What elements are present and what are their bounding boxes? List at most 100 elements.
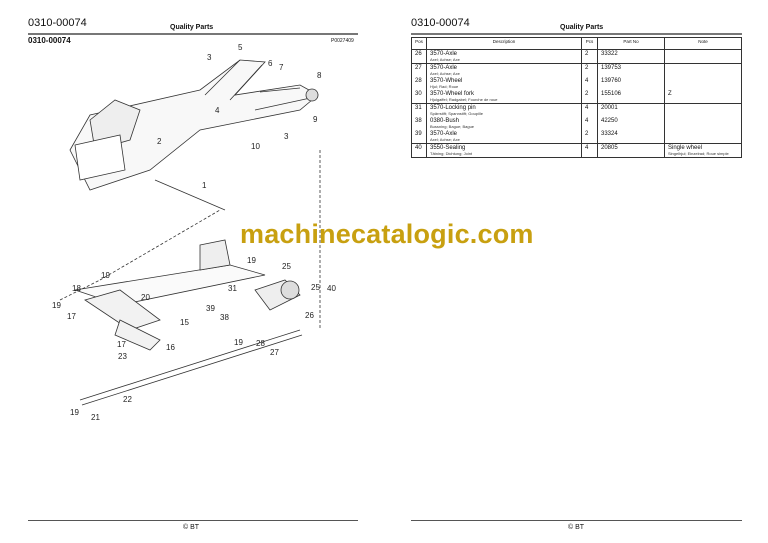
callout-number: 19 <box>70 408 79 417</box>
note: Z <box>668 91 672 97</box>
description: 3570-Locking pin <box>430 105 476 111</box>
part-no-cell: 20805 <box>597 143 665 158</box>
pos-cell: 28 <box>411 77 427 90</box>
note-cell <box>664 117 742 130</box>
note-cell <box>664 63 742 77</box>
part-no-cell: 155106 <box>597 90 665 104</box>
callout-number: 5 <box>238 43 243 52</box>
note-cell <box>664 103 742 117</box>
callout-number: 8 <box>317 71 322 80</box>
callout-number: 9 <box>313 115 318 124</box>
callout-number: 39 <box>206 304 215 313</box>
description-translations: Hjul; Rad; Roue <box>430 84 459 89</box>
callout-number: 20 <box>141 293 150 302</box>
page-header: Quality Parts <box>560 24 604 31</box>
col-note: Note <box>664 37 742 50</box>
doc-number: 0310-00074 <box>28 17 87 29</box>
callout-number: 25 <box>282 262 291 271</box>
callout-number: 28 <box>256 339 265 348</box>
page-header: Quality Parts <box>170 24 214 31</box>
description-translations: Spärrstift; Spannstift; Goupille <box>430 111 483 116</box>
part-no-cell: 33324 <box>597 130 665 144</box>
pos-cell: 30 <box>411 90 427 104</box>
callout-number: 3 <box>284 132 289 141</box>
col-part-no: Part No <box>597 37 665 50</box>
description-translations: Axel; Achse; Axe <box>430 137 460 142</box>
callout-number: 25 <box>311 283 320 292</box>
note-cell: Z <box>664 90 742 104</box>
callout-number: 31 <box>228 284 237 293</box>
pos-cell: 39 <box>411 130 427 144</box>
pcs-cell: 2 <box>581 90 598 104</box>
callout-number: 40 <box>327 284 336 293</box>
description-translations: Bussning; Bague; Bague <box>430 124 475 129</box>
description-translations: Tätning; Dichtung; Joint <box>430 151 473 156</box>
part-no-cell: 20001 <box>597 103 665 117</box>
part-no-cell: 139753 <box>597 63 665 77</box>
callout-number: 23 <box>118 352 127 361</box>
callout-number: 19 <box>101 271 110 280</box>
callout-number: 4 <box>215 106 220 115</box>
callout-number: 21 <box>91 413 100 422</box>
table-header-row: Pos Description Pcs Part No Note <box>411 37 742 50</box>
pcs-cell: 4 <box>581 143 598 158</box>
watermark: machinecatalogic.com <box>240 219 534 249</box>
callout-number: 19 <box>52 301 61 310</box>
pcs-cell: 2 <box>581 49 598 64</box>
part-no-cell: 139760 <box>597 77 665 90</box>
description: 3570-Axle <box>430 65 458 71</box>
callout-number: 18 <box>72 284 81 293</box>
callout-number: 19 <box>247 256 256 265</box>
note: Single wheel <box>668 145 703 151</box>
callout-number: 27 <box>270 348 279 357</box>
callout-number: 16 <box>166 343 175 352</box>
callout-number: 1 <box>202 181 207 190</box>
pos-cell: 38 <box>411 117 427 130</box>
pcs-cell: 2 <box>581 130 598 144</box>
description-translations: Hjulgaffel; Radgabel; Fourche de roue <box>430 97 498 102</box>
col-description: Description <box>426 37 582 50</box>
pcs-cell: 4 <box>581 103 598 117</box>
divider <box>411 33 742 35</box>
pcs-cell: 2 <box>581 63 598 77</box>
description: 3570-Axle <box>430 131 458 137</box>
callout-number: 17 <box>67 312 76 321</box>
callout-number: 38 <box>220 313 229 322</box>
section-title: 0310-00074 <box>28 36 71 45</box>
description: 3550-Sealing <box>430 145 466 151</box>
part-no-cell: 33322 <box>597 49 665 64</box>
callout-number: 26 <box>305 311 314 320</box>
description: 3570-Axle <box>430 51 458 57</box>
callout-number: 17 <box>117 340 126 349</box>
callout-number: 2 <box>157 137 162 146</box>
part-no-cell: 42250 <box>597 117 665 130</box>
pcs-cell: 4 <box>581 117 598 130</box>
pos-cell: 40 <box>411 143 427 158</box>
pos-cell: 31 <box>411 103 427 117</box>
callout-number: 19 <box>234 338 243 347</box>
col-pcs: Pcs <box>581 37 598 50</box>
description: 3570-Wheel fork <box>430 91 475 97</box>
exploded-parts-diagram <box>59 59 321 406</box>
callout-number: 3 <box>207 53 212 62</box>
divider <box>28 33 358 35</box>
footer-divider <box>411 520 742 521</box>
parts-table: Pos Description Pcs Part No Note 26 3570… <box>411 37 742 158</box>
note-translations: Singelhjul; Einzelrad; Roue simple <box>668 151 729 156</box>
callout-number: 15 <box>180 318 189 327</box>
footer-divider <box>28 520 358 521</box>
